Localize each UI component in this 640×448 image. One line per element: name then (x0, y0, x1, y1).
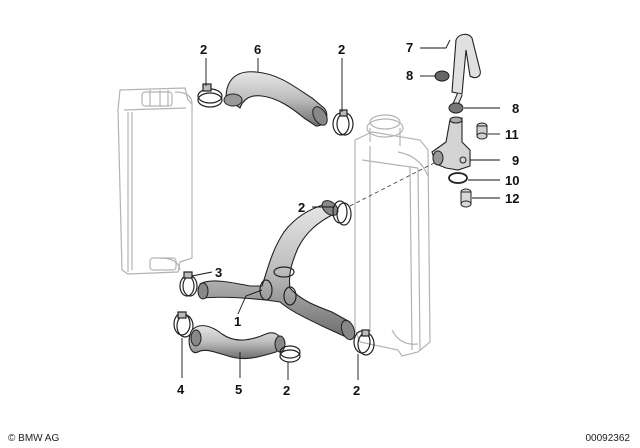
hose-clamp-top-left (197, 83, 223, 108)
alignment-dashed-line (349, 159, 441, 207)
hose-clamp-3 (179, 271, 198, 297)
right-radiator-ghost (354, 114, 431, 357)
callout-2-mid: 2 (298, 200, 305, 215)
thermostat-housing-9 (431, 116, 471, 171)
hose-clamp-bottom-mid (279, 345, 301, 363)
callout-11: 11 (505, 127, 519, 142)
callout-8-right: 8 (512, 101, 519, 116)
callout-4: 4 (177, 382, 185, 397)
callout-2-bottom-mid: 2 (283, 383, 290, 398)
screw-11 (476, 122, 488, 140)
callout-7: 7 (406, 40, 413, 55)
callout-10: 10 (505, 173, 519, 188)
o-ring-10 (448, 172, 468, 184)
callout-2-bottom-right: 2 (353, 383, 360, 398)
copyright-text: © BMW AG (8, 433, 60, 444)
drawing-number: 00092362 (585, 433, 631, 444)
callout-6: 6 (254, 42, 261, 57)
callout-12: 12 (505, 191, 519, 206)
callout-5: 5 (235, 382, 242, 397)
leader-lines (181, 39, 500, 380)
lower-hose-5 (188, 325, 286, 360)
small-clamp-8-left (434, 70, 450, 82)
small-clamp-8-right (448, 102, 464, 114)
callout-8-left: 8 (406, 68, 413, 83)
left-radiator-ghost (117, 87, 193, 275)
sleeve-12 (460, 188, 472, 208)
callout-9: 9 (512, 153, 519, 168)
hose-clamp-4 (173, 311, 194, 338)
vent-pipe-7 (449, 33, 481, 114)
hose-clamp-bottom-right (353, 329, 375, 356)
hose-clamp-mid (332, 200, 352, 226)
callout-labels: 2 6 2 7 8 8 11 9 10 12 2 3 1 4 5 2 2 (177, 40, 519, 398)
hose-clamp-top-mid (332, 109, 354, 136)
upper-hose-6 (223, 71, 328, 127)
callout-3: 3 (215, 265, 222, 280)
y-hose-1 (197, 200, 356, 341)
callout-2-top-left: 2 (200, 42, 207, 57)
callout-1: 1 (234, 314, 241, 329)
callout-2-top-mid: 2 (338, 42, 345, 57)
